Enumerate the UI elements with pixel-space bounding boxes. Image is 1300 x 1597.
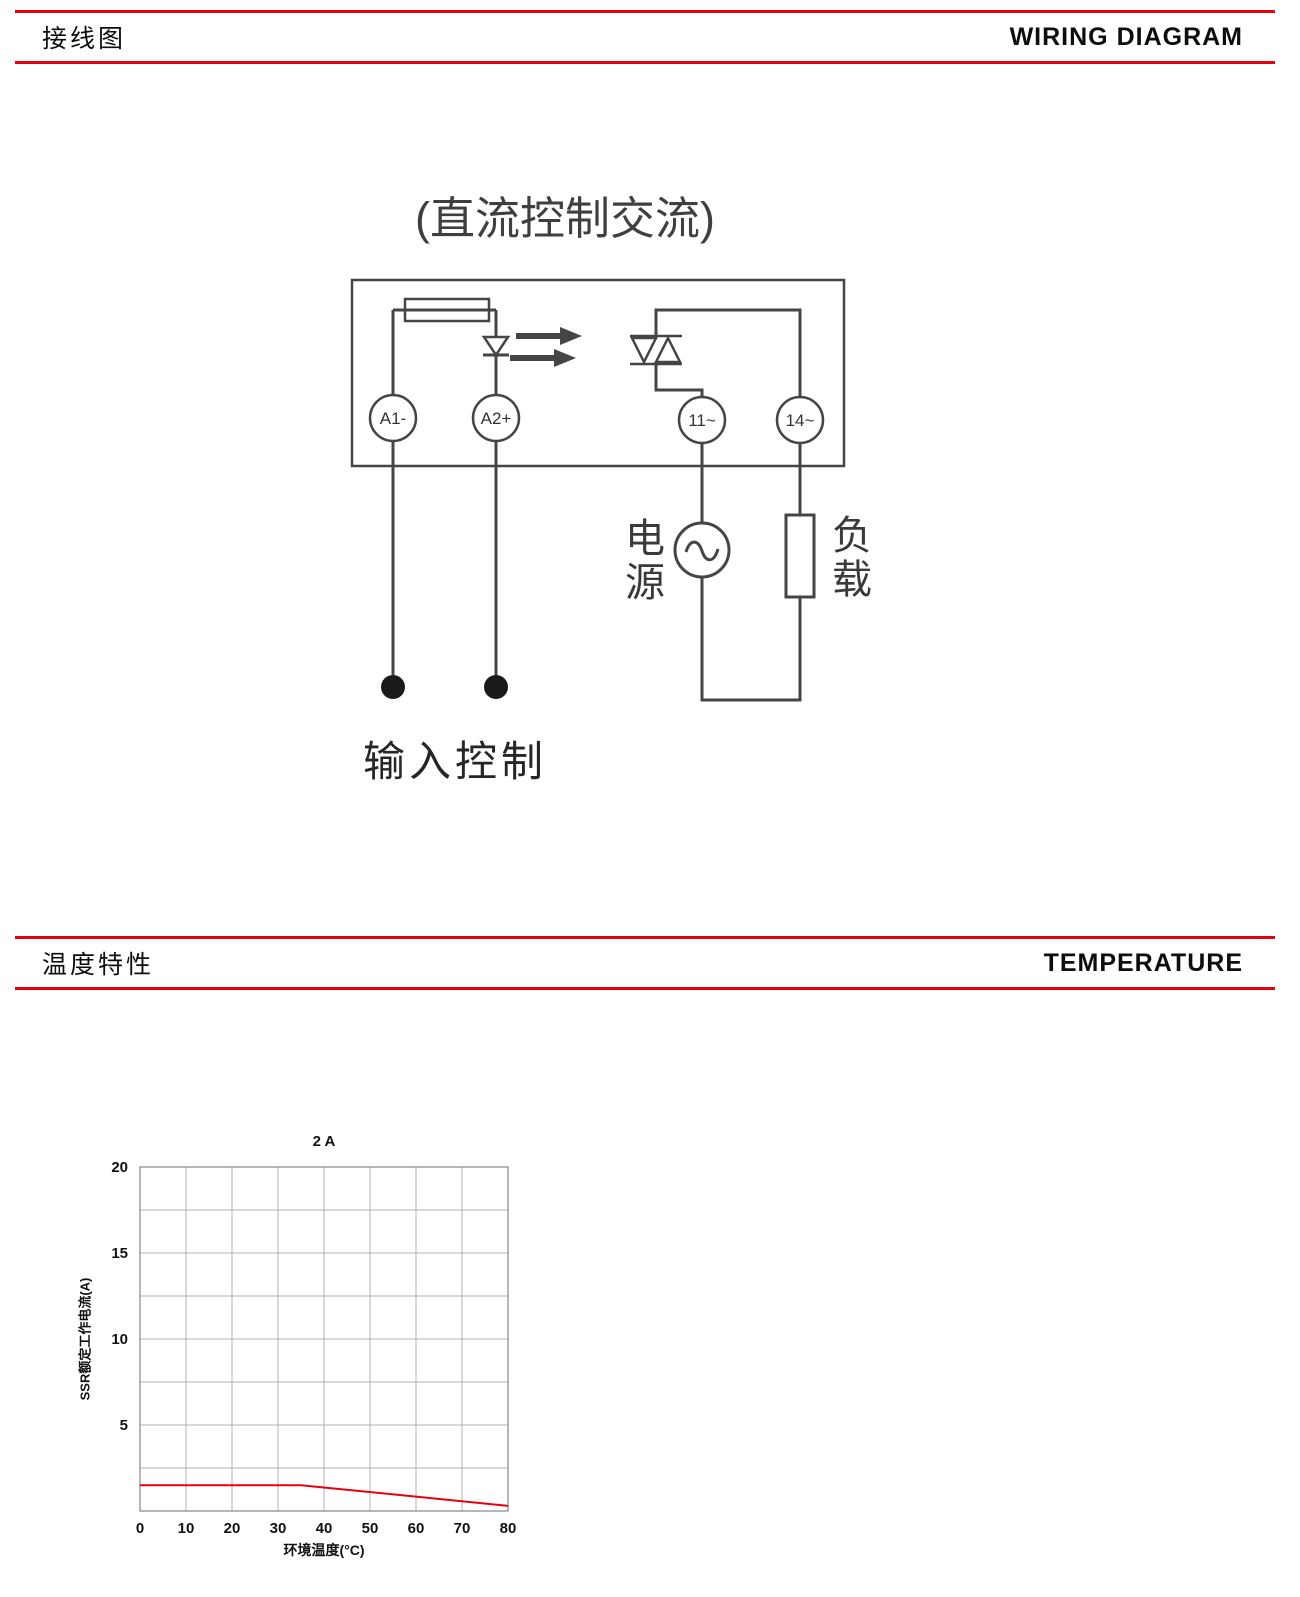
wiring-title-cn: 接线图 xyxy=(42,25,127,53)
load-label-char2: 载 xyxy=(832,558,872,602)
temperature-title-cn: 温度特性 xyxy=(42,951,155,979)
terminal-11 xyxy=(677,395,727,445)
derating-curve xyxy=(140,1484,509,1507)
terminal-11-label: 11~ xyxy=(688,411,716,430)
x-tick-label: 10 xyxy=(178,1520,195,1537)
x-tick-label: 70 xyxy=(454,1520,471,1537)
relay-outline-box xyxy=(350,278,846,468)
x-tick-label: 0 xyxy=(136,1520,144,1537)
wire xyxy=(654,308,802,397)
ac-source-symbol xyxy=(673,521,731,579)
y-tick-label: 20 xyxy=(111,1159,128,1176)
opto-arrows-icon xyxy=(510,327,582,367)
arrow-head xyxy=(554,349,576,367)
load-label-char1: 负 xyxy=(832,514,872,558)
divider-line xyxy=(15,936,1275,939)
divider-line xyxy=(15,10,1275,13)
divider-line xyxy=(15,987,1275,990)
triac-triangle xyxy=(653,335,683,364)
input-dot xyxy=(381,675,405,699)
led-triangle xyxy=(481,335,511,358)
input-control-label: 输入控制 xyxy=(363,738,547,785)
y-tick-label: 10 xyxy=(111,1331,128,1348)
terminal-a1 xyxy=(368,393,418,443)
wiring-title-en: WIRING DIAGRAM xyxy=(1009,22,1243,51)
load-symbol xyxy=(784,513,816,599)
wiring-section-header: 接线图 WIRING DIAGRAM xyxy=(15,10,1275,64)
x-tick-label: 20 xyxy=(224,1520,241,1537)
temperature-header-row: 温度特性 TEMPERATURE xyxy=(15,939,1275,987)
x-tick-label: 40 xyxy=(316,1520,333,1537)
terminal-14 xyxy=(775,395,825,445)
y-tick-label: 15 xyxy=(111,1245,128,1262)
circuit-wires xyxy=(391,308,802,702)
temperature-title-en: TEMPERATURE xyxy=(1043,948,1243,977)
terminal-a2-label: A2+ xyxy=(481,409,512,428)
diagram-title: (直流控制交流) xyxy=(415,193,715,244)
wire xyxy=(654,364,704,397)
input-dot xyxy=(484,675,508,699)
temperature-derating-chart: 0 10 20 30 40 50 60 70 80 5 10 15 20 xyxy=(111,1159,517,1537)
x-tick-label: 80 xyxy=(500,1520,517,1537)
power-label-char2: 源 xyxy=(625,561,665,605)
x-tick-label: 60 xyxy=(408,1520,425,1537)
triac-triangle xyxy=(629,336,659,365)
wiring-header-row: 接线图 WIRING DIAGRAM xyxy=(15,13,1275,61)
fuse-symbol xyxy=(403,297,491,323)
wiring-diagram: (直流控制交流) xyxy=(350,193,872,785)
x-tick-label: 50 xyxy=(362,1520,379,1537)
plot-border xyxy=(139,1166,509,1512)
y-tick-label: 5 xyxy=(120,1417,128,1434)
led-symbol xyxy=(481,335,511,358)
terminal-a2 xyxy=(471,393,521,443)
divider-line xyxy=(15,61,1275,64)
sine-wave-icon xyxy=(684,540,720,562)
arrow-head xyxy=(560,327,582,345)
triac-symbol xyxy=(629,334,683,366)
chart-x-axis-label: 环境温度(°C) xyxy=(283,1542,365,1558)
chart-title: 2 A xyxy=(312,1133,336,1150)
wire xyxy=(700,577,802,702)
terminals: A1- A2+ 11~ 14~ xyxy=(368,393,825,445)
x-tick-label: 30 xyxy=(270,1520,287,1537)
temperature-section-header: 温度特性 TEMPERATURE xyxy=(15,936,1275,990)
terminal-14-label: 14~ xyxy=(786,411,815,430)
terminal-a1-label: A1- xyxy=(380,409,406,428)
power-label-char1: 电 xyxy=(625,517,665,561)
